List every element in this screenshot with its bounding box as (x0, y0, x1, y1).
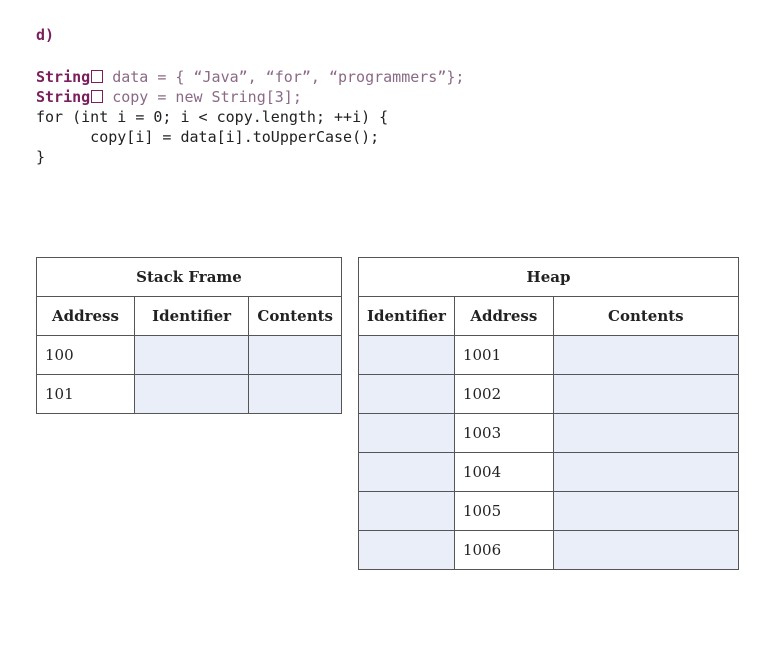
address-cell: 1006 (453, 530, 554, 570)
code-text: data = { “Java”, “for”, “programmers”}; (103, 68, 465, 86)
heap-table: Heap Identifier Address Contents 1001 10… (358, 257, 740, 570)
contents-cell[interactable] (552, 413, 740, 453)
table-row: 1003 (358, 413, 740, 453)
identifier-cell[interactable] (133, 374, 250, 414)
identifier-cell[interactable] (358, 335, 455, 375)
contents-cell[interactable] (248, 335, 342, 375)
identifier-cell[interactable] (358, 452, 455, 492)
identifier-cell[interactable] (358, 491, 455, 531)
table-row: 1004 (358, 452, 740, 492)
contents-cell[interactable] (552, 374, 740, 414)
code-line-1: String data = { “Java”, “for”, “programm… (36, 68, 464, 86)
table-row: 1005 (358, 491, 740, 531)
address-cell: 1002 (453, 374, 554, 414)
code-line-5: } (36, 148, 46, 166)
address-cell: 1005 (453, 491, 554, 531)
column-header: Identifier (133, 296, 250, 336)
code-text: copy = new String[3]; (103, 88, 302, 106)
question-part-label: d) (36, 26, 55, 44)
address-cell: 1004 (453, 452, 554, 492)
identifier-cell[interactable] (133, 335, 250, 375)
contents-cell[interactable] (552, 530, 740, 570)
table-row: 1002 (358, 374, 740, 414)
code-line-2: String copy = new String[3]; (36, 88, 302, 106)
heap-title: Heap (358, 257, 739, 297)
identifier-cell[interactable] (358, 374, 455, 414)
column-header: Address (36, 296, 135, 336)
identifier-cell[interactable] (358, 530, 455, 570)
column-header: Contents (552, 296, 740, 336)
table-row: 101 (36, 374, 342, 414)
column-header: Identifier (358, 296, 455, 336)
code-line-4: copy[i] = data[i].toUpperCase(); (36, 128, 380, 146)
address-cell: 101 (36, 374, 135, 414)
code-line-3: for (int i = 0; i < copy.length; ++i) { (36, 108, 389, 126)
contents-cell[interactable] (552, 335, 740, 375)
identifier-cell[interactable] (358, 413, 455, 453)
contents-cell[interactable] (248, 374, 342, 414)
stack-frame-title: Stack Frame (36, 257, 342, 297)
column-header: Address (453, 296, 554, 336)
array-bracket-icon (91, 90, 104, 103)
table-row: 1006 (358, 530, 740, 570)
stack-frame-table: Stack Frame Address Identifier Contents … (36, 257, 342, 414)
address-cell: 1003 (453, 413, 554, 453)
contents-cell[interactable] (552, 452, 740, 492)
type-keyword: String (36, 68, 91, 86)
type-keyword: String (36, 88, 91, 106)
contents-cell[interactable] (552, 491, 740, 531)
table-row: 1001 (358, 335, 740, 375)
code-snippet: String data = { “Java”, “for”, “programm… (36, 67, 464, 167)
table-row: 100 (36, 335, 342, 375)
address-cell: 100 (36, 335, 135, 375)
column-header: Contents (248, 296, 342, 336)
array-bracket-icon (91, 70, 104, 83)
address-cell: 1001 (453, 335, 554, 375)
